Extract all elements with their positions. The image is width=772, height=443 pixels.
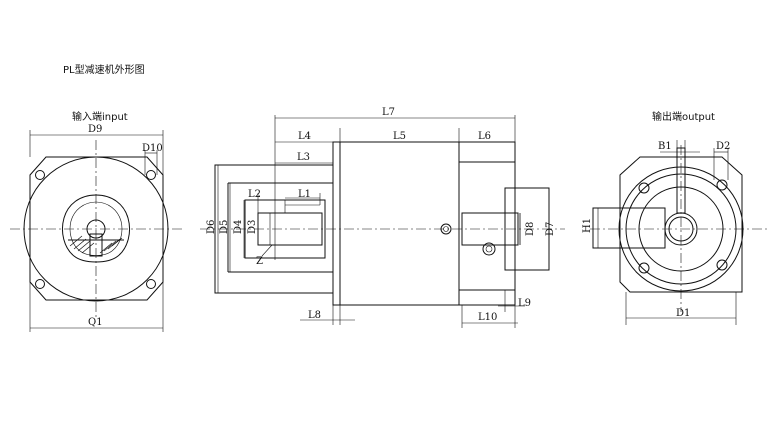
dim-d5: D5 bbox=[219, 220, 230, 234]
dim-d6: D6 bbox=[206, 220, 217, 234]
output-view-label: 输出端output bbox=[652, 110, 715, 123]
dim-l1: L1 bbox=[298, 189, 311, 200]
dim-d7: D7 bbox=[545, 222, 556, 236]
dim-d1: D1 bbox=[676, 308, 690, 319]
z-leader bbox=[261, 244, 273, 257]
output-bolt-hole-tr bbox=[716, 179, 728, 191]
dim-l10: L10 bbox=[478, 312, 497, 323]
gearbox-body bbox=[332, 141, 460, 306]
dim-d10: D10 bbox=[142, 143, 163, 154]
output-square-flange bbox=[619, 156, 743, 293]
dim-l3: L3 bbox=[297, 152, 310, 163]
dim-l8: L8 bbox=[308, 310, 321, 321]
input-square-flange bbox=[29, 156, 164, 301]
output-key bbox=[676, 147, 686, 214]
input-flange-circle bbox=[23, 156, 169, 302]
input-bolt-hole-bl bbox=[35, 279, 45, 289]
dim-b1: B1 bbox=[658, 141, 672, 152]
drawing-title: PL型减速机外形图 bbox=[63, 63, 145, 76]
dim-l2: L2 bbox=[248, 189, 261, 200]
output-end-view: B1 D2 H1 D1 bbox=[582, 140, 770, 325]
output-bolt-hole bbox=[482, 242, 496, 256]
output-flange bbox=[458, 141, 516, 306]
dim-h1: H1 bbox=[582, 218, 593, 233]
output-pilot-circle bbox=[638, 186, 724, 272]
dim-q1: Q1 bbox=[88, 317, 103, 328]
dim-d2: D2 bbox=[716, 141, 730, 152]
input-view-label: 输入端input bbox=[72, 110, 128, 123]
input-end-view: D9 D10 Q1 bbox=[10, 124, 185, 332]
input-bore bbox=[86, 219, 106, 239]
output-bolt-hole-tl bbox=[638, 182, 650, 194]
dim-d8: D8 bbox=[525, 222, 536, 236]
dim-l5: L5 bbox=[393, 131, 406, 142]
dim-l4: L4 bbox=[298, 131, 311, 142]
output-keyway-block bbox=[592, 207, 666, 249]
input-bolt-hole-tl bbox=[35, 170, 45, 180]
output-flange-circle bbox=[625, 173, 737, 285]
output-shaft bbox=[461, 212, 519, 246]
dim-l9: L9 bbox=[518, 298, 531, 309]
output-bolt-hole-br bbox=[716, 259, 728, 271]
dim-l6: L6 bbox=[478, 131, 491, 142]
dim-d3: D3 bbox=[247, 220, 258, 234]
dim-d9: D9 bbox=[88, 124, 102, 135]
side-view: L7 L4 L5 L6 L3 L2 L1 D6 D5 D4 D3 Z L8 bbox=[200, 107, 565, 328]
input-adapter-outline bbox=[61, 194, 131, 263]
dim-z: Z bbox=[256, 256, 263, 267]
input-clamp-hatching bbox=[68, 233, 124, 257]
input-bolt-hole-tr bbox=[146, 170, 156, 180]
output-outer-circle bbox=[618, 166, 744, 292]
side-tapped-hole bbox=[440, 223, 452, 235]
dim-l7: L7 bbox=[382, 107, 395, 118]
output-bolt-hole-bl bbox=[638, 262, 650, 274]
input-bolt-hole-br bbox=[146, 279, 156, 289]
dim-d4: D4 bbox=[233, 220, 244, 234]
output-shaft-inner bbox=[668, 216, 694, 242]
